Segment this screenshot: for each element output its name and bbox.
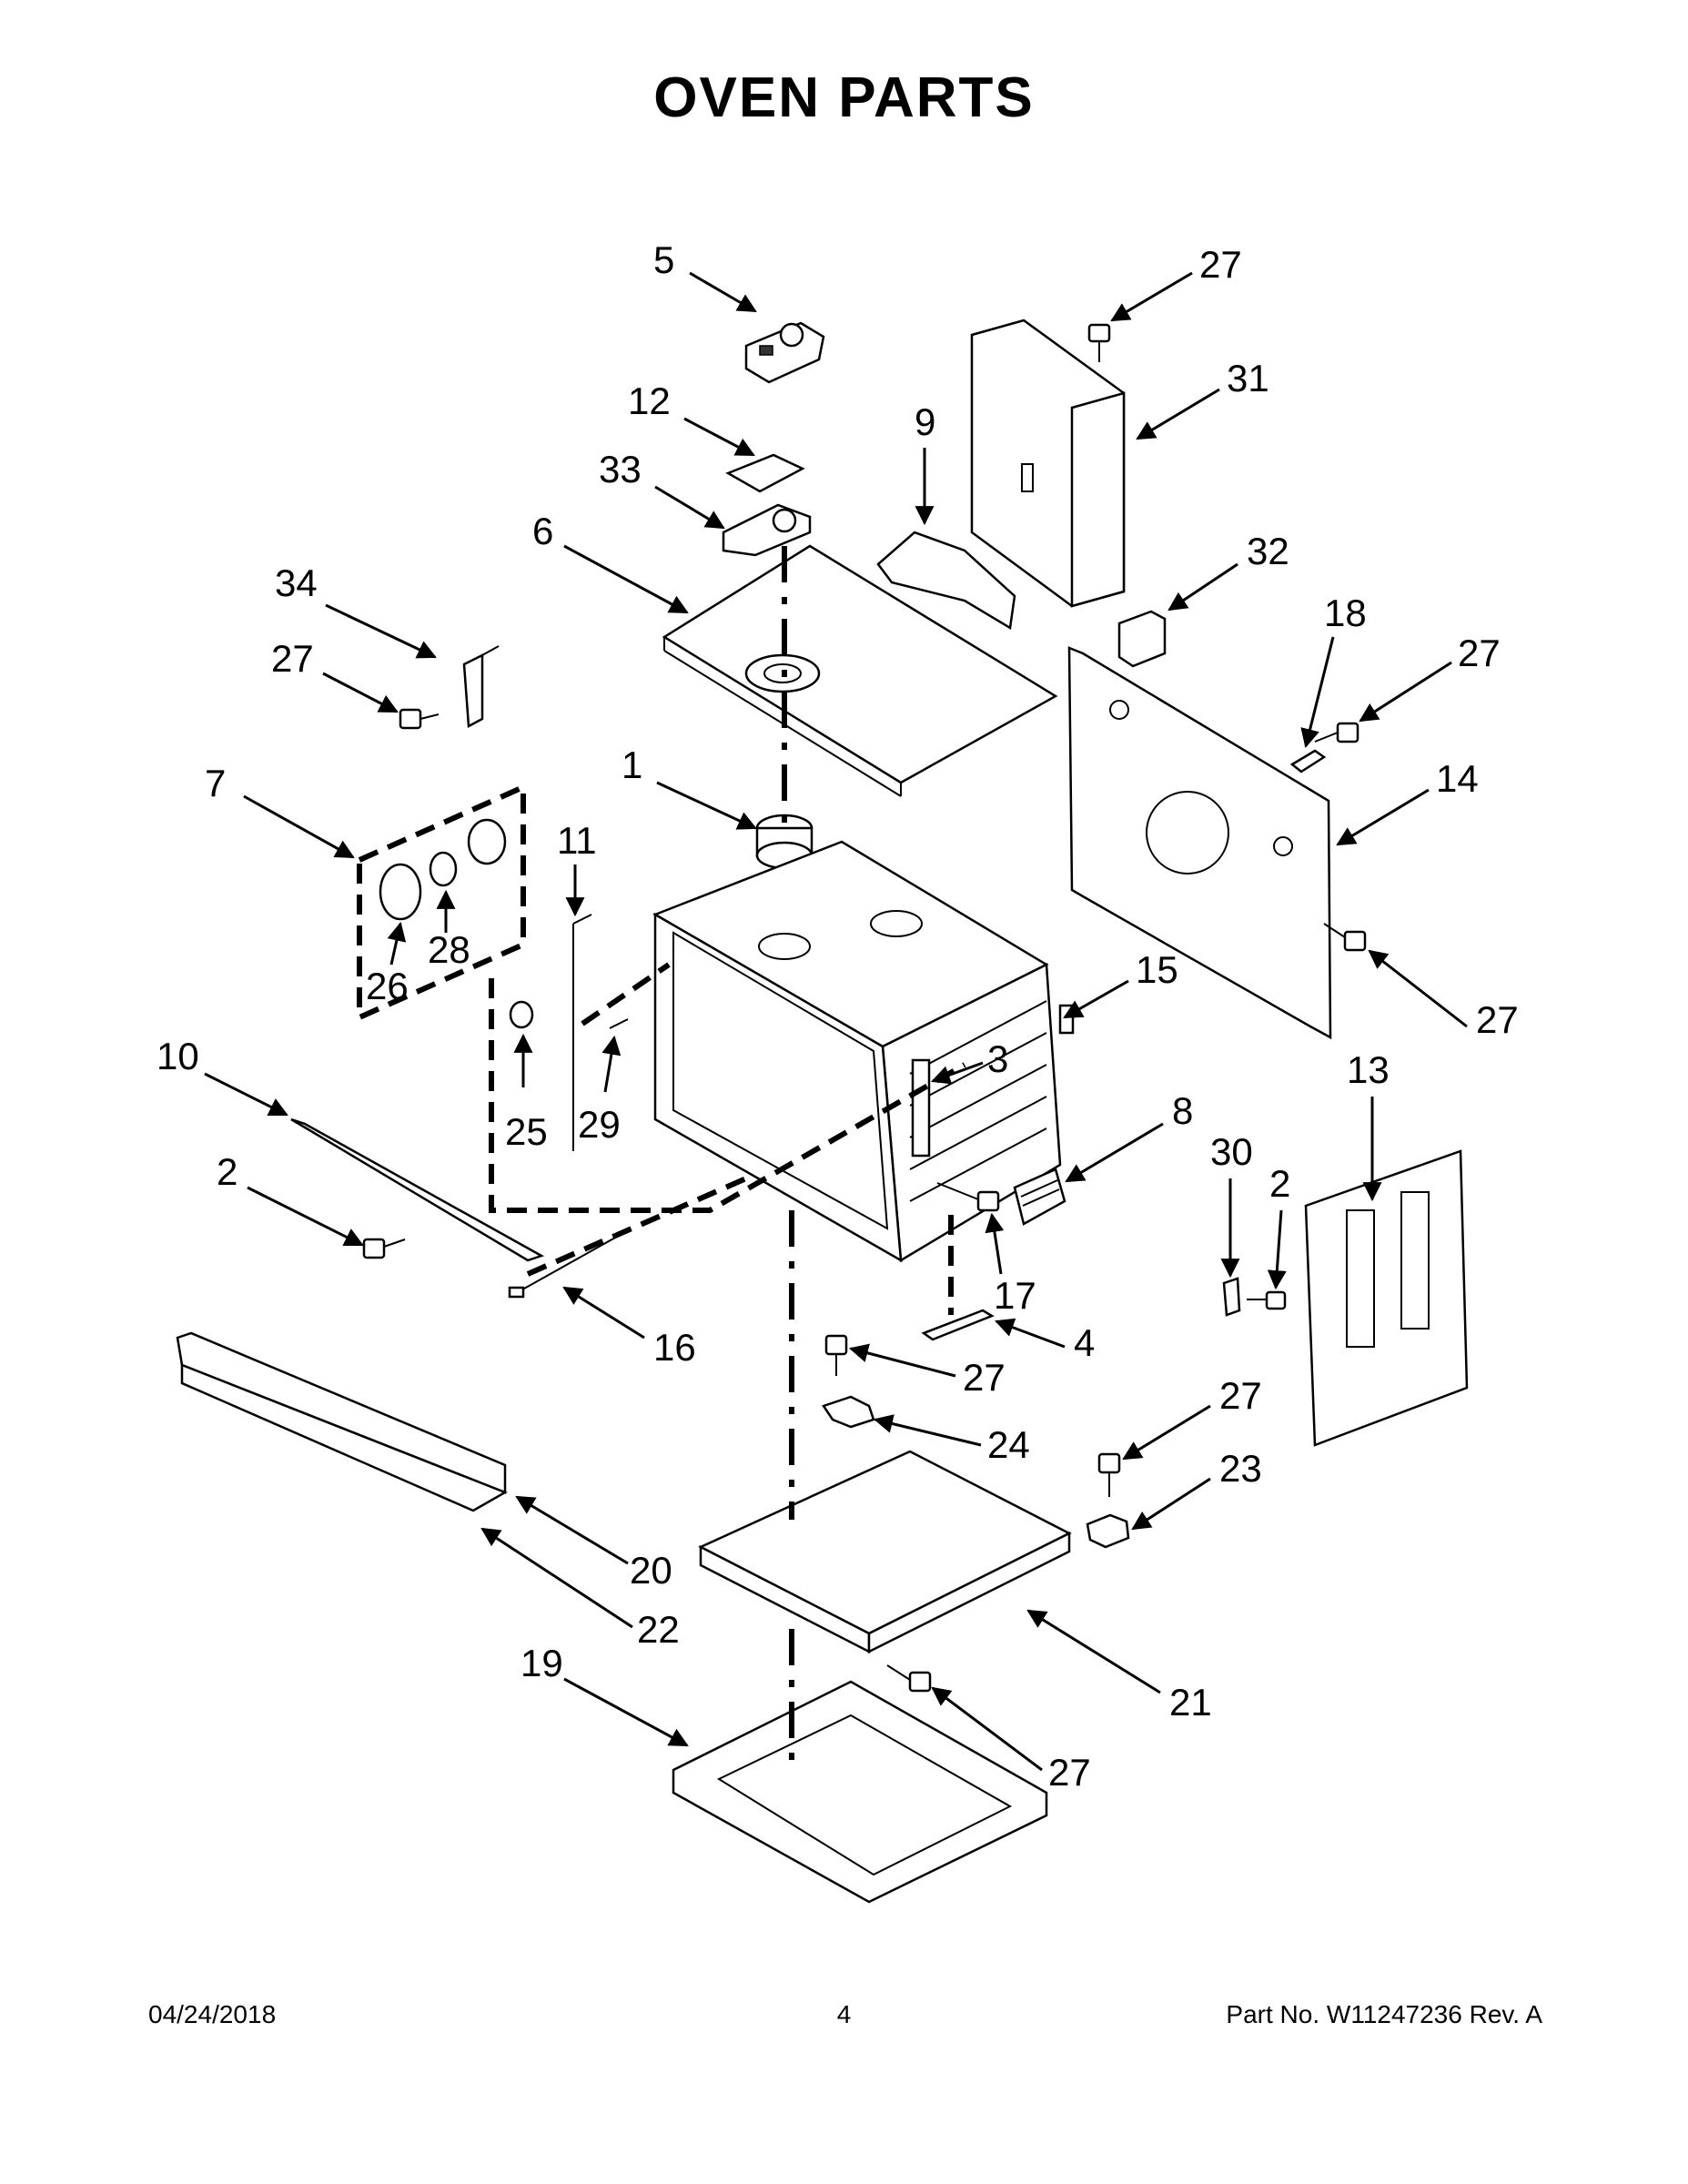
- callout-19: 19: [521, 1642, 563, 1684]
- callout-23: 23: [1219, 1447, 1262, 1490]
- part-18-sensor: [1289, 749, 1327, 774]
- part-19-bottom-pan: [672, 1680, 1048, 1904]
- part-8-grille: [1013, 1168, 1066, 1226]
- callout-13: 13: [1347, 1048, 1390, 1091]
- callout-14: 14: [1436, 757, 1479, 800]
- part-21-floor-panel: [698, 1450, 1072, 1654]
- callout-9: 9: [915, 400, 935, 443]
- callouts: 5 27 31 12 9 33 6 32 34 18 27 27 7 1 14 …: [157, 238, 1519, 1794]
- callout-34: 34: [275, 561, 318, 604]
- callout-8: 8: [1172, 1089, 1193, 1132]
- part-23-bracket: [1086, 1513, 1130, 1549]
- callout-24: 24: [987, 1423, 1030, 1466]
- part-27-screw-top: [1087, 323, 1111, 362]
- footer-date: 04/24/2018: [148, 2000, 277, 2028]
- callout-7: 7: [205, 762, 226, 804]
- callout-29: 29: [578, 1103, 621, 1146]
- callout-1: 1: [622, 743, 642, 786]
- part-17-screw: [936, 1182, 1000, 1212]
- part-25-light: [509, 1000, 534, 1029]
- part-33-bracket: [722, 503, 812, 557]
- callout-27-right-mid: 27: [1476, 998, 1519, 1041]
- callout-26: 26: [366, 965, 409, 1007]
- callout-2-right: 2: [1269, 1162, 1290, 1205]
- part-20-trim: [176, 1331, 507, 1494]
- callout-27-left: 27: [271, 637, 314, 680]
- part-13-side-panel: [1304, 1149, 1469, 1447]
- part-31-panel: [970, 318, 1126, 608]
- callout-17: 17: [994, 1274, 1036, 1317]
- callout-30: 30: [1210, 1130, 1253, 1173]
- callout-16: 16: [653, 1326, 696, 1369]
- footer-page-number: 4: [836, 2000, 852, 2028]
- part-10-rail: [290, 1117, 545, 1262]
- assembly-guide-lines: [489, 546, 966, 1761]
- callout-4: 4: [1074, 1321, 1095, 1364]
- part-30-clip: [1222, 1277, 1241, 1317]
- part-27-screw-center: [824, 1334, 848, 1376]
- part-4-strap: [921, 1309, 995, 1341]
- callout-21: 21: [1169, 1681, 1212, 1724]
- part-22-trim: [180, 1363, 508, 1512]
- part-27-screw-right-low: [1097, 1452, 1121, 1497]
- callout-33: 33: [599, 448, 642, 490]
- part-15-latch: [1058, 1004, 1075, 1035]
- callout-5: 5: [653, 238, 674, 281]
- callout-31: 31: [1227, 357, 1269, 399]
- callout-22: 22: [637, 1608, 680, 1651]
- part-2-screw-left: [362, 1238, 406, 1259]
- part-29-clip: [609, 1018, 629, 1029]
- footer-part-number: Part No. W11247236 Rev. A: [1226, 2000, 1542, 2028]
- page-title: OVEN PARTS: [653, 66, 1035, 129]
- part-24-bracket: [822, 1395, 875, 1429]
- callout-10: 10: [157, 1035, 199, 1077]
- callout-27-bottom: 27: [1048, 1751, 1091, 1794]
- part-12-bracket: [725, 453, 805, 493]
- callout-25: 25: [505, 1110, 548, 1153]
- callout-18: 18: [1324, 592, 1367, 634]
- callout-15: 15: [1136, 948, 1178, 991]
- part-7-group: [357, 783, 526, 1022]
- part-11-rod: [572, 914, 592, 1151]
- callout-27-center: 27: [963, 1356, 1006, 1399]
- part-14-rear-panel: [1067, 646, 1332, 1040]
- part-27-screw-bottom: [886, 1664, 932, 1693]
- part-34-bracket: [462, 645, 500, 729]
- oven-cavity: [652, 840, 1062, 1263]
- callout-27-right-low: 27: [1219, 1374, 1262, 1417]
- part-5-control-module: [744, 321, 825, 384]
- callout-27-right-top: 27: [1458, 632, 1501, 674]
- callout-11: 11: [557, 819, 597, 862]
- callout-12: 12: [628, 379, 671, 422]
- part-2-screw-right: [1247, 1290, 1287, 1310]
- part-27-screw-right-mid: [1323, 923, 1367, 952]
- callout-6: 6: [532, 510, 553, 552]
- part-32-box: [1117, 610, 1167, 668]
- callout-32: 32: [1247, 530, 1289, 572]
- callout-2-left: 2: [217, 1150, 238, 1193]
- part-16-wire: [508, 1232, 624, 1299]
- part-27-screw-left: [399, 708, 440, 730]
- part-27-screw-right-top: [1314, 722, 1359, 743]
- part-3-plate: [911, 1058, 931, 1158]
- callout-3: 3: [987, 1037, 1008, 1080]
- callout-27-top: 27: [1199, 243, 1242, 286]
- callout-20: 20: [630, 1549, 672, 1592]
- callout-28: 28: [428, 928, 470, 971]
- part-9-duct: [876, 531, 1016, 631]
